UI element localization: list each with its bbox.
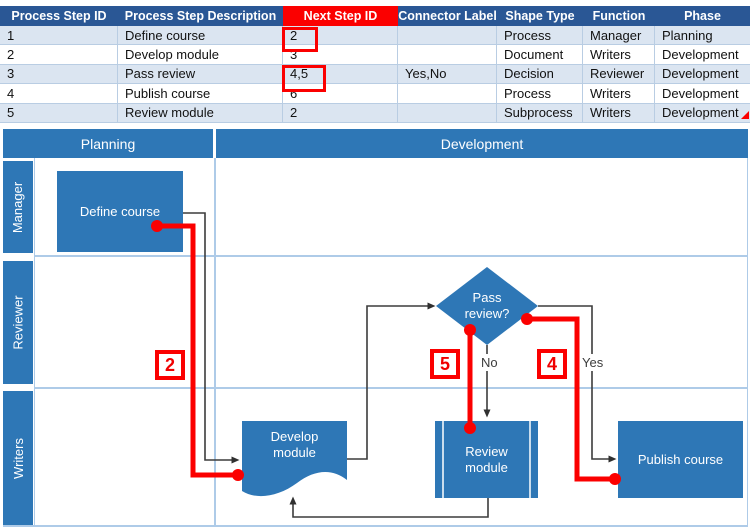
connector-define-to-develop[interactable] — [183, 212, 240, 464]
shape-label: Review module — [465, 443, 508, 475]
diagram-right-border — [747, 158, 748, 526]
shape-develop-module-document[interactable]: Develop module — [242, 421, 347, 498]
shape-label: Pass review? — [464, 290, 510, 321]
table-cell[interactable]: Writers — [583, 84, 655, 104]
table-cell[interactable]: Writers — [583, 103, 655, 123]
phase-divider-line — [214, 158, 216, 526]
column-header-process-step-description[interactable]: Process Step Description — [118, 6, 283, 26]
red-endpoint-dot — [232, 469, 244, 481]
column-header-shape-type[interactable]: Shape Type — [497, 6, 583, 26]
connector-yes-to-publish-course[interactable] — [538, 305, 617, 463]
phase-header-planning[interactable]: Planning — [3, 129, 213, 158]
table-cell[interactable]: Develop module — [118, 45, 283, 65]
connector-label-no: No — [478, 354, 501, 371]
lane-divider-manager-reviewer — [34, 255, 748, 257]
next-step-highlight-box-row1 — [282, 27, 318, 52]
table-cell-next-step[interactable]: 2 — [283, 26, 398, 46]
table-cell[interactable] — [398, 84, 497, 104]
lane-label-manager[interactable]: Manager — [3, 161, 33, 253]
table-cell-next-step[interactable]: 4,5 — [283, 64, 398, 85]
table-cell[interactable]: 2 — [0, 45, 118, 65]
callout-step-5: 5 — [430, 349, 460, 379]
shape-publish-course-process[interactable]: Publish course — [618, 421, 743, 498]
table-cell[interactable]: Process — [497, 26, 583, 46]
table-cell[interactable]: Manager — [583, 26, 655, 46]
lane-divider-reviewer-writers — [34, 387, 748, 389]
table-cell[interactable]: Decision — [497, 64, 583, 85]
subprocess-side-bar — [442, 421, 444, 498]
red-endpoint-dot — [609, 473, 621, 485]
table-cell[interactable]: Development — [655, 84, 750, 104]
table-cell[interactable]: 1 — [0, 26, 118, 46]
diagram-bottom-border — [3, 525, 748, 527]
table-cell[interactable]: Development — [655, 103, 750, 123]
table-cell[interactable] — [398, 45, 497, 65]
column-header-phase[interactable]: Phase — [655, 6, 750, 26]
table-cell[interactable]: Development — [655, 64, 750, 85]
table-cell[interactable] — [398, 26, 497, 46]
table-cell[interactable]: Subprocess — [497, 103, 583, 123]
table-cell[interactable]: Planning — [655, 26, 750, 46]
process-map-table: Process Step ID Process Step Description… — [0, 6, 750, 123]
phase-header-development[interactable]: Development — [216, 129, 748, 158]
table-cell[interactable]: 3 — [0, 64, 118, 85]
red-endpoint-dot — [464, 324, 476, 336]
shape-label: Develop module — [270, 429, 319, 460]
shape-define-course-process[interactable]: Define course — [57, 171, 183, 252]
connector-review-back-to-develop[interactable] — [289, 496, 489, 518]
lane-label-reviewer[interactable]: Reviewer — [3, 261, 33, 384]
red-corner-mark — [741, 111, 749, 119]
table-cell[interactable]: Process — [497, 84, 583, 104]
red-endpoint-dot — [151, 220, 163, 232]
connector-develop-to-pass-review[interactable] — [347, 302, 436, 460]
phase-label: Planning — [80, 135, 136, 152]
table-cell[interactable]: Reviewer — [583, 64, 655, 85]
shape-label: Define course — [79, 203, 161, 219]
table-cell[interactable]: Writers — [583, 45, 655, 65]
shape-review-module-subprocess[interactable]: Review module — [435, 421, 538, 498]
column-header-process-step-id[interactable]: Process Step ID — [0, 6, 118, 26]
table-cell[interactable]: Yes,No — [398, 64, 497, 85]
callout-step-4: 4 — [537, 349, 567, 379]
table-cell[interactable]: Publish course — [118, 84, 283, 104]
column-header-connector-label[interactable]: Connector Label — [398, 6, 497, 26]
column-header-function[interactable]: Function — [583, 6, 655, 26]
table-cell[interactable]: 5 — [0, 103, 118, 123]
connector-label-yes: Yes — [579, 354, 607, 371]
lane-column-divider — [34, 158, 35, 526]
next-step-highlight-box-row3 — [282, 65, 326, 92]
red-line-next-step-4 — [527, 316, 615, 482]
lane-label-writers[interactable]: Writers — [3, 391, 33, 525]
column-header-next-step-id-highlighted[interactable]: Next Step ID — [283, 6, 398, 26]
table-cell[interactable]: Development — [655, 45, 750, 65]
table-cell[interactable]: Document — [497, 45, 583, 65]
red-endpoint-dot — [464, 422, 476, 434]
shape-label: Publish course — [637, 451, 724, 467]
subprocess-side-bar — [529, 421, 531, 498]
table-cell[interactable]: 4 — [0, 84, 118, 104]
callout-step-2: 2 — [155, 350, 185, 380]
red-endpoint-dot — [521, 313, 533, 325]
table-cell[interactable]: Review module — [118, 103, 283, 123]
red-line-next-step-2 — [157, 223, 238, 478]
table-cell[interactable]: Define course — [118, 26, 283, 46]
document-shape-outline — [242, 421, 347, 497]
table-cell-next-step[interactable]: 2 — [283, 103, 398, 123]
table-cell[interactable] — [398, 103, 497, 123]
phase-label: Development — [440, 135, 524, 152]
